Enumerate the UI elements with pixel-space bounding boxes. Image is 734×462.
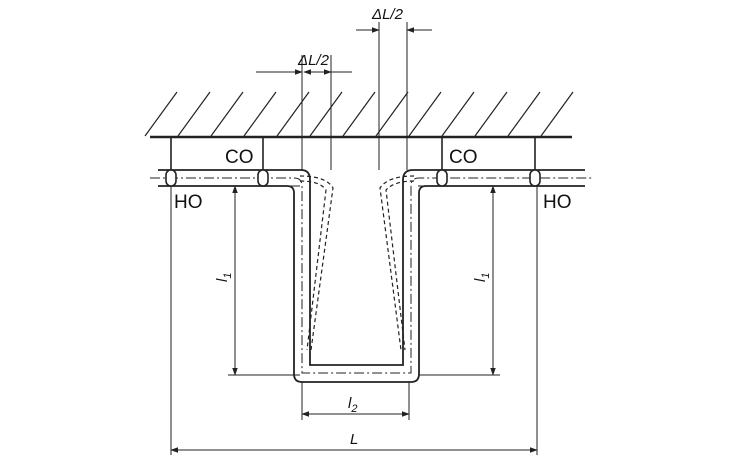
svg-text:l1: l1: [472, 273, 492, 282]
label-l1-left: l1: [214, 273, 234, 282]
hatch-line: [408, 91, 442, 137]
label-ho-left: HO: [174, 192, 203, 213]
pipe-centerline: [150, 177, 592, 374]
label-total-length: L: [350, 431, 358, 448]
pipe-outer-wall: [158, 169, 585, 366]
pipe-inner-wall: [158, 185, 585, 383]
label-l1-right: l1: [472, 273, 492, 282]
clamp-ho-right: [529, 169, 541, 187]
label-co-right: CO: [449, 147, 478, 168]
label-l2: l2: [348, 395, 357, 415]
hatch-line: [375, 91, 409, 137]
hatch-line: [474, 91, 508, 137]
hatch-line: [210, 91, 244, 137]
label-delta-l-half-inner: ΔL/2: [297, 52, 330, 69]
clamp-co-right: [436, 169, 448, 187]
svg-text:l1: l1: [214, 273, 234, 282]
label-delta-l-half-outer: ΔL/2: [371, 6, 404, 23]
hatch-line: [243, 91, 277, 137]
extension-lines: [170, 22, 538, 455]
label-co-left: CO: [225, 147, 254, 168]
deflected-loop: [299, 175, 415, 351]
ceiling-hatching: [144, 91, 574, 137]
clamp-ho-left: [165, 169, 177, 187]
pipe-loop: [150, 169, 592, 383]
label-ho-right: HO: [543, 192, 572, 213]
hangers: [170, 137, 536, 170]
hatch-line: [177, 91, 211, 137]
hatch-line: [441, 91, 475, 137]
ceiling-wall: [144, 91, 574, 139]
hatch-line: [309, 91, 343, 137]
dimension-lines: [170, 27, 538, 453]
hatch-line: [507, 91, 541, 137]
hatch-line: [144, 91, 178, 137]
clamp-co-left: [257, 169, 269, 187]
hatch-line: [540, 91, 574, 137]
hatch-line: [342, 91, 376, 137]
labels: CO CO HO HO ΔL/2 ΔL/2 l1 l1 l2 L: [174, 6, 572, 448]
hatch-line: [276, 91, 310, 137]
